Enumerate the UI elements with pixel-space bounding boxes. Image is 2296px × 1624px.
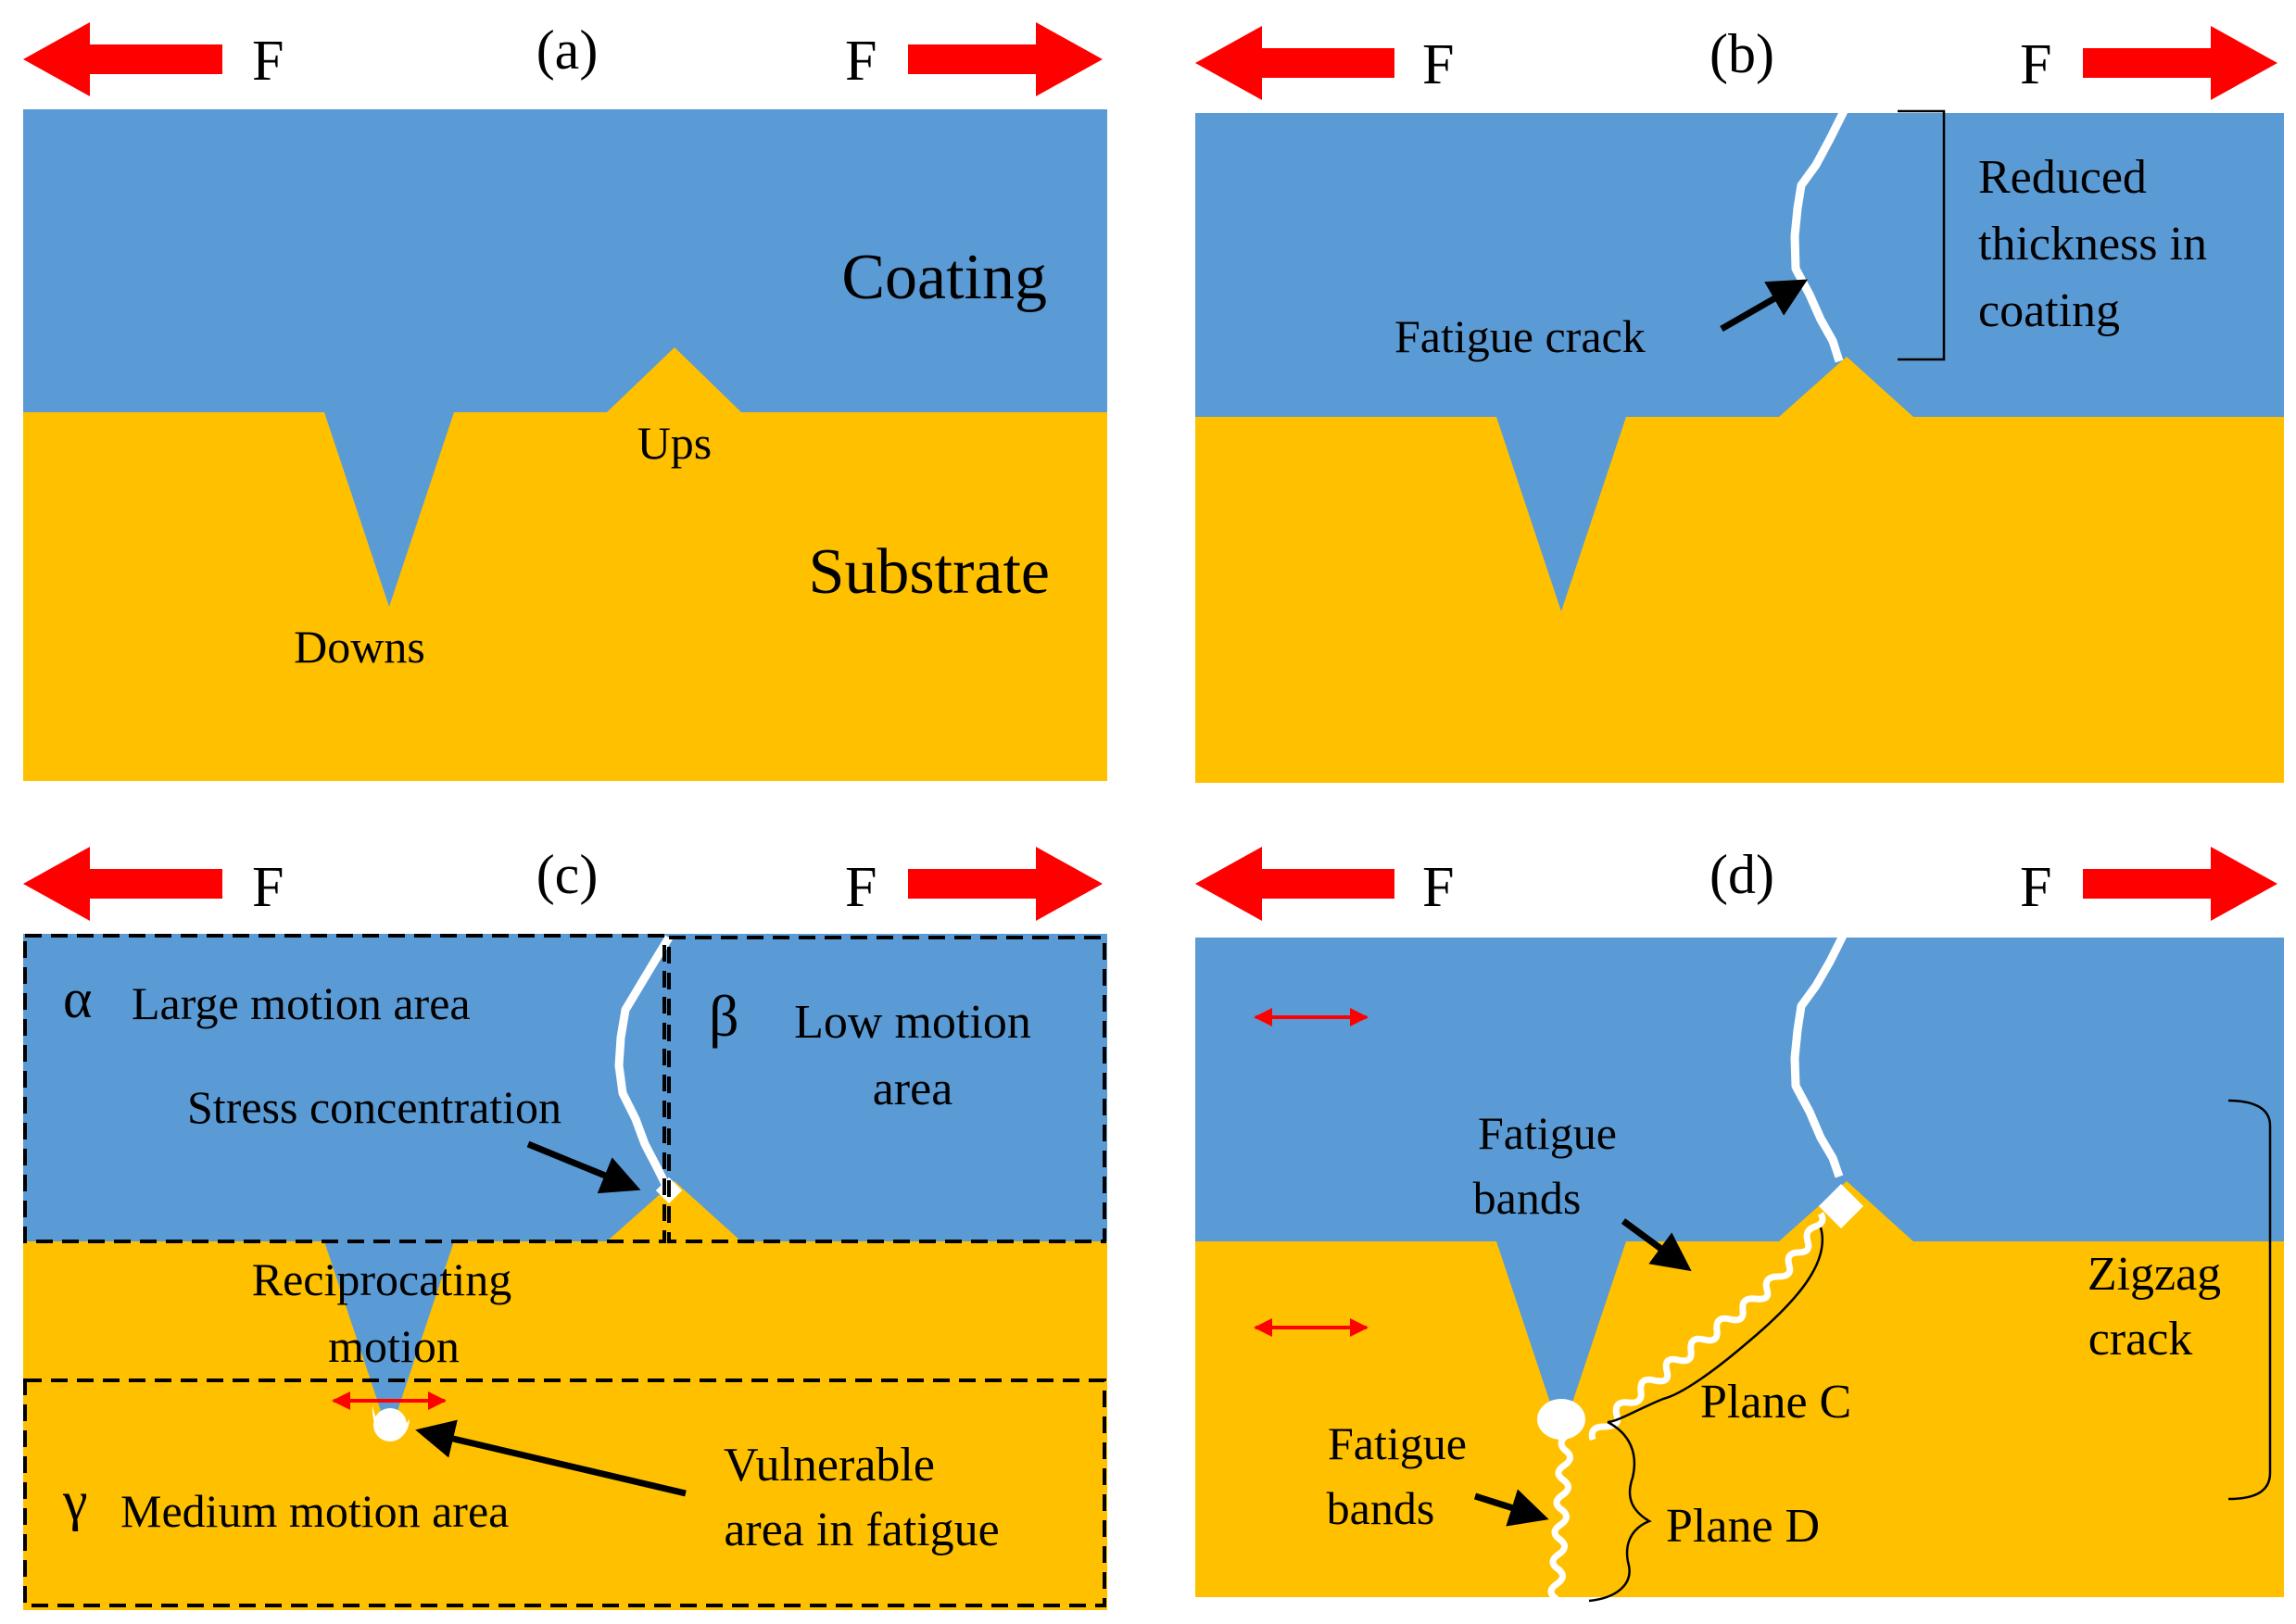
panel-a: F F (a) Coating Substrate Ups Downs [23, 19, 1107, 781]
beta-label-line2: area [873, 1063, 953, 1115]
vulnerable-pointer-arrow [415, 1419, 687, 1497]
force-arrow-left [1195, 26, 1394, 100]
fatigue-crack [1790, 108, 1848, 363]
force-label-left: F [252, 30, 284, 93]
gamma-label: Medium motion area [120, 1485, 509, 1537]
panel-c-label: (c) [536, 844, 599, 905]
zigzag-crack-plane-c [1588, 1212, 1826, 1441]
force-label-left: F [1422, 33, 1454, 96]
force-arrow-left [1195, 847, 1394, 921]
alpha-label: Large motion area [132, 977, 471, 1029]
force-label-left: F [1422, 856, 1454, 919]
fatigue-bands-2-line2: bands [1327, 1482, 1435, 1534]
substrate-layer [23, 347, 1107, 781]
force-label-right: F [2020, 33, 2051, 96]
beta-symbol: β [709, 983, 739, 1049]
vulnerable-area-marker [373, 1408, 407, 1441]
beta-label-line1: Low motion [794, 996, 1031, 1049]
zigzag-crack-line2: crack [2088, 1313, 2193, 1366]
substrate-layer [1195, 357, 2284, 783]
reciprocating-label-line1: Reciprocating [252, 1253, 511, 1305]
force-arrow-right [2083, 26, 2277, 100]
stress-concentration-label: Stress concentration [187, 1081, 561, 1133]
plane-d-label: Plane D [1666, 1500, 1820, 1553]
fatigue-bands-1-line2: bands [1473, 1172, 1582, 1224]
stress-pointer-arrow [526, 1140, 641, 1194]
panel-c: F F (c) α Large motion area β Low motion… [23, 844, 1107, 1610]
force-label-right: F [2020, 856, 2051, 919]
ups-label: Ups [637, 417, 713, 469]
panel-b-label: (b) [1709, 23, 1774, 84]
panel-d: F F (d) Fatigue bands Fatigue bands Plan… [1195, 844, 2284, 1603]
force-arrow-right [2083, 847, 2277, 921]
fatigue-bands-1-line1: Fatigue [1478, 1107, 1617, 1159]
panel-a-label: (a) [536, 19, 599, 81]
alpha-region-box [23, 934, 666, 1243]
bands-pointer-arrow-2 [1473, 1489, 1549, 1527]
alpha-symbol: α [63, 968, 92, 1029]
panel-b: F F (b) Fatigue crack Reduced thickness … [1195, 23, 2284, 783]
panel-d-label: (d) [1709, 844, 1774, 905]
fatigue-crack-label: Fatigue crack [1394, 310, 1646, 362]
bands-pointer-arrow-1 [1621, 1218, 1692, 1272]
downs-label: Downs [294, 621, 425, 673]
vulnerable-label-line1: Vulnerable [724, 1439, 935, 1492]
vulnerable-label-line2: area in fatigue [724, 1504, 999, 1556]
force-arrow-right [908, 847, 1103, 921]
thickness-bracket [1898, 109, 1946, 361]
fatigue-bands-2-line1: Fatigue [1328, 1417, 1467, 1469]
substrate-layer [1195, 1181, 2284, 1597]
force-arrow-right [908, 22, 1103, 96]
zigzag-bracket [2227, 1099, 2272, 1501]
substrate-label: Substrate [808, 536, 1050, 608]
plane-c-label: Plane C [1700, 1376, 1851, 1429]
reduced-thickness-line1: Reduced [1978, 151, 2147, 204]
reciprocating-label-line2: motion [328, 1320, 460, 1372]
coating-label: Coating [841, 242, 1047, 313]
reduced-thickness-line3: coating [1978, 284, 2120, 337]
crack-pointer-arrow [1720, 279, 1809, 333]
plane-d-brace [1588, 1420, 1652, 1603]
gamma-region-box [23, 1379, 1106, 1607]
force-arrow-left [23, 847, 222, 921]
force-arrow-left [23, 22, 222, 96]
notch-tip-marker [1537, 1399, 1585, 1440]
force-label-right: F [845, 30, 877, 93]
fatigue-crack [614, 935, 673, 1190]
zigzag-crack-plane-d [1547, 1433, 1573, 1602]
plane-c-brace [1607, 1227, 1824, 1424]
coating-crack [1790, 931, 1848, 1178]
zigzag-crack-line1: Zigzag [2088, 1248, 2221, 1301]
force-label-right: F [845, 856, 877, 919]
force-label-left: F [252, 856, 284, 919]
reduced-thickness-line2: thickness in [1978, 218, 2207, 271]
substrate-layer [23, 1181, 1107, 1610]
beta-region-box [667, 936, 1106, 1243]
gamma-symbol: γ [62, 1470, 88, 1531]
